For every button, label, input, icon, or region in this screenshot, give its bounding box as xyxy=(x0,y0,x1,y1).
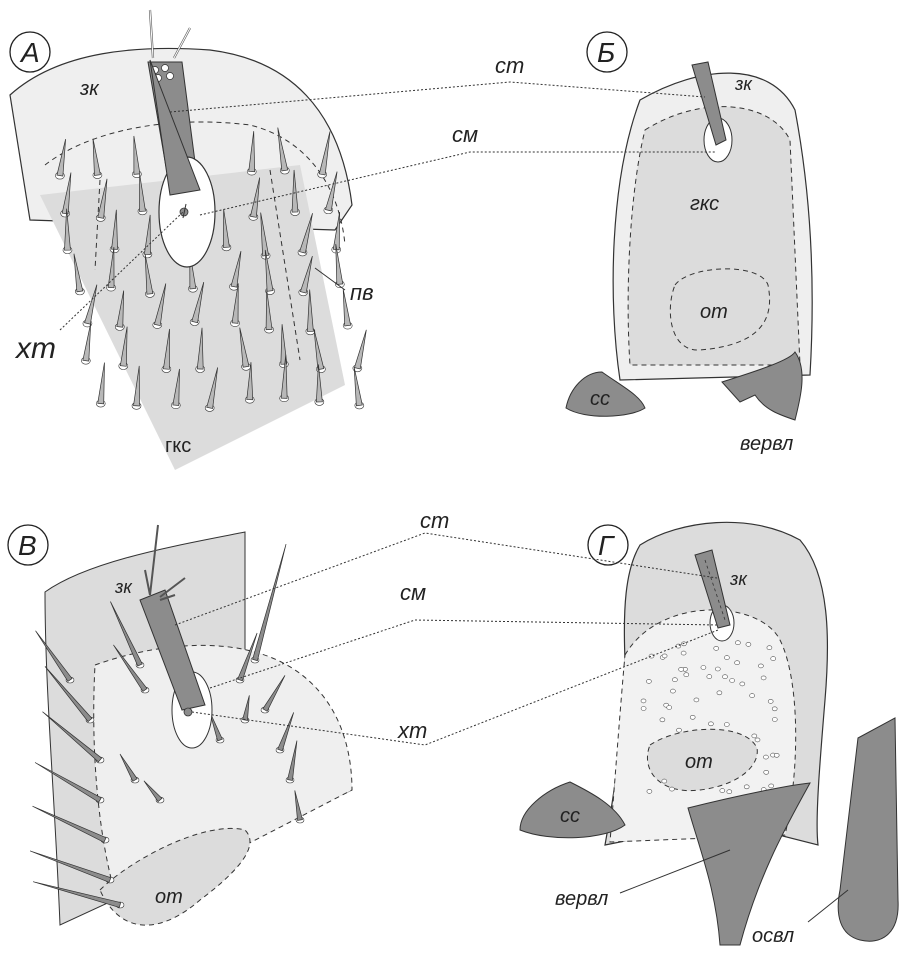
pore-dot xyxy=(768,699,773,703)
pore-dot xyxy=(758,664,763,668)
panel-b-vervl-label: вервл xyxy=(740,433,793,455)
seta xyxy=(354,330,366,369)
panel-v-zk-label: зк xyxy=(114,577,133,597)
pore-dot xyxy=(667,706,672,710)
pore-dot xyxy=(694,698,699,702)
panel-g-ss-label: сс xyxy=(560,805,580,827)
pore-dot xyxy=(701,666,706,670)
top-sm-label: см xyxy=(452,122,478,147)
pore-dot xyxy=(772,718,777,722)
bottom-st-label: ст xyxy=(420,508,449,533)
panel-g-ot-label: от xyxy=(685,751,713,773)
panel-g-osvl-shape xyxy=(838,718,898,941)
pore-dot xyxy=(707,675,712,679)
pore-dot xyxy=(662,654,667,658)
panel-a: A зк хт пв гкс xyxy=(10,10,374,470)
pore-dot xyxy=(662,779,667,783)
panel-a-xt-label: хт xyxy=(14,332,56,365)
pore-dot xyxy=(763,755,768,759)
pore-dot xyxy=(744,785,749,789)
pore-dot xyxy=(755,738,760,742)
bottom-xt-label: хт xyxy=(397,718,427,743)
pore-dot xyxy=(669,787,674,791)
panel-g-vervl-shape xyxy=(688,783,810,945)
pore-dot xyxy=(647,789,652,793)
pore-dot xyxy=(646,679,651,683)
panel-b-zk-label: зк xyxy=(734,74,753,94)
pore-dot xyxy=(764,770,769,774)
seta xyxy=(83,324,91,362)
panel-a-pv-label: пв xyxy=(350,280,374,305)
pore-dot xyxy=(672,678,677,682)
pore-dot xyxy=(714,646,719,650)
panel-v-letter: В xyxy=(18,530,37,561)
panel-v-ot-label: от xyxy=(155,886,183,908)
panel-a-gks-label: гкс xyxy=(165,435,191,457)
pore-dot xyxy=(769,784,774,788)
seta xyxy=(253,544,286,661)
pore-dot xyxy=(690,715,695,719)
panel-a-letter: A xyxy=(19,37,40,68)
pore-dot xyxy=(746,642,751,646)
panel-v: В зк от xyxy=(8,525,352,925)
pore-dot xyxy=(649,654,654,658)
top-st-label: ст xyxy=(495,53,524,78)
pore-dot xyxy=(681,651,686,655)
pore-dot xyxy=(723,675,728,679)
pore-dot xyxy=(730,679,735,683)
pore-dot xyxy=(750,694,755,698)
pore-dot xyxy=(767,646,772,650)
pore-dot xyxy=(677,728,682,732)
panel-g: Г зк от сс вервл освл xyxy=(520,522,898,947)
pore-dot xyxy=(771,657,776,661)
bottom-sm-label: см xyxy=(400,580,426,605)
pore-dot xyxy=(724,723,729,727)
pore-dot xyxy=(641,699,646,703)
pore-dot xyxy=(724,656,729,660)
pore-dot xyxy=(660,718,665,722)
pore-dot xyxy=(684,673,689,677)
panel-b-ss-label: сс xyxy=(590,388,610,410)
panel-b-ot-label: от xyxy=(700,301,728,323)
pore-dot xyxy=(670,689,675,693)
panel-g-vervl-label: вервл xyxy=(555,888,608,910)
pore-dot xyxy=(761,676,766,680)
pore-dot xyxy=(727,790,732,794)
pore-dot xyxy=(679,667,684,671)
panel-g-osvl-label: освл xyxy=(752,925,794,947)
pore-dot xyxy=(752,734,757,738)
panel-g-letter: Г xyxy=(598,530,615,561)
pore-dot xyxy=(772,707,777,711)
pore-dot xyxy=(715,667,720,671)
seta xyxy=(354,367,362,405)
pore-dot xyxy=(720,789,725,793)
pore-dot xyxy=(735,661,740,665)
pore-dot xyxy=(735,641,740,645)
panel-b-letter: Б xyxy=(597,37,615,68)
panel-a-zk-label: зк xyxy=(79,78,100,100)
seta xyxy=(98,363,105,404)
panel-g-zk-label: зк xyxy=(729,569,748,589)
pore-dot xyxy=(708,722,713,726)
pore-dot xyxy=(774,753,779,757)
pore-dot xyxy=(717,691,722,695)
panel-b-gks-label: гкс xyxy=(690,193,719,215)
pore-dot xyxy=(740,682,745,686)
pore-dot xyxy=(641,707,646,711)
